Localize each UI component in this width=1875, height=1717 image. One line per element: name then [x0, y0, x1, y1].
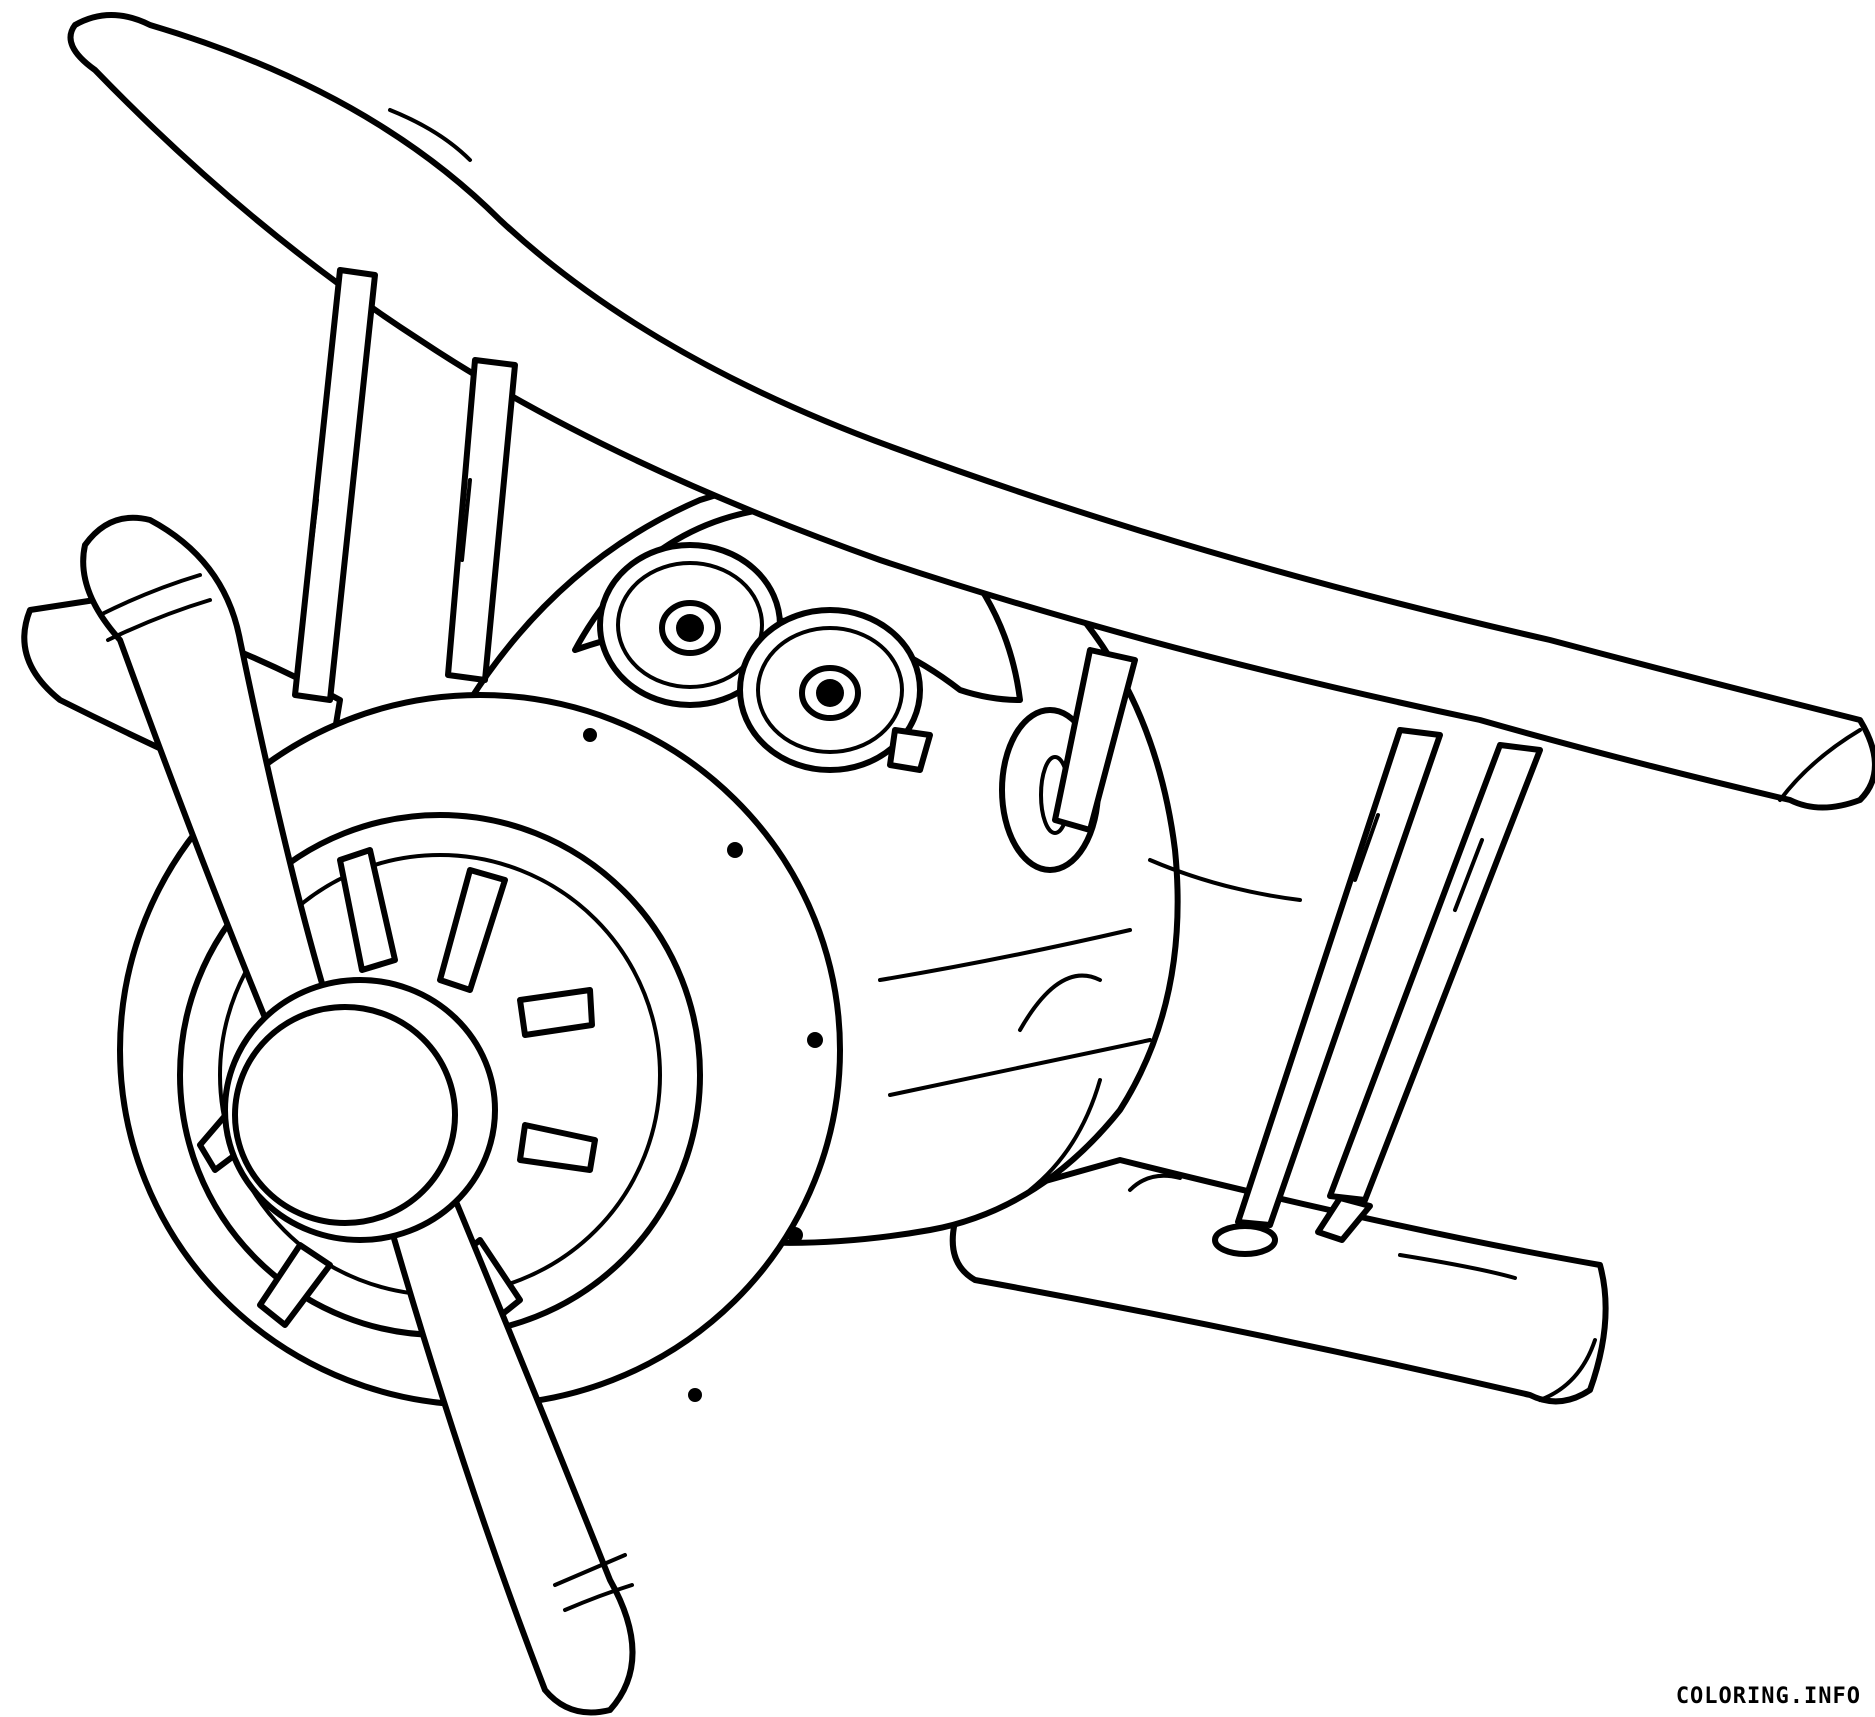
left-goggle-eye: [597, 542, 783, 708]
right-wing-struts: [1212, 727, 1543, 1257]
right-goggle-eye: [737, 607, 923, 773]
watermark-credit: COLORING.INFO: [1675, 1684, 1861, 1709]
propeller: [80, 514, 636, 1716]
propeller-hub: [222, 977, 498, 1243]
lower-right-wing: [949, 1157, 1609, 1405]
left-wing-struts: [292, 267, 1138, 833]
